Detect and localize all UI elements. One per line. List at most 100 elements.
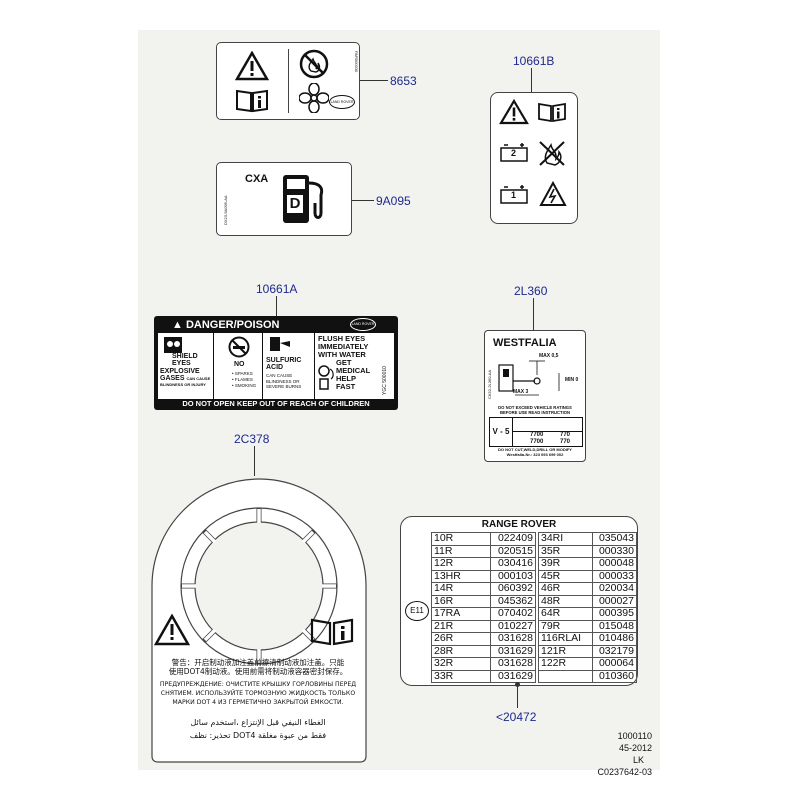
max-top-label: MAX 0,5 — [539, 353, 559, 359]
callout-10661b[interactable]: 10661B — [513, 54, 555, 68]
regulation-code: 33R — [431, 670, 491, 683]
col3-line: CAN CAUSE — [266, 373, 293, 378]
regulation-code: 45R — [538, 570, 594, 583]
regulation-code: 12R — [431, 557, 491, 571]
label-10661a: ▲ DANGER/POISON LAND ROVER SHIELD EYES E… — [154, 316, 398, 410]
approval-number: 031629 — [490, 670, 536, 683]
col1-line: BLINDNESS OR INJURY — [160, 382, 206, 387]
approval-number: 035043 — [592, 532, 637, 546]
battery-number-1: 1 — [511, 190, 517, 200]
leader-line — [531, 68, 532, 92]
side-code: CK52-2L360-AA — [487, 369, 492, 399]
callout-2c378[interactable]: 2C378 — [234, 432, 270, 446]
min-right-label: MIN 0 — [565, 377, 579, 383]
footer-line: LK — [632, 755, 644, 765]
approval-number: 000064 — [592, 657, 637, 671]
part-code: PAR500030 — [354, 51, 359, 73]
regulation-code: 26R — [431, 632, 491, 646]
regulation-code: 10R — [431, 532, 491, 546]
regulation-code: 46R — [538, 582, 594, 596]
col1-line: EXPLOSIVE — [160, 368, 200, 375]
regulation-code: 17RA — [431, 607, 491, 621]
regulation-code: 16R — [431, 595, 491, 608]
approval-number: 060392 — [490, 582, 536, 596]
towbar-dimension-icon — [498, 360, 560, 396]
callout-2l360[interactable]: 2L360 — [514, 284, 548, 298]
battery-icon — [500, 143, 528, 162]
approval-number: 031628 — [490, 632, 536, 646]
leader-line — [276, 296, 277, 316]
col1-line: SHIELD — [172, 353, 198, 360]
label-title: CXA — [245, 173, 269, 185]
eye-wash-icon — [318, 365, 334, 390]
regulation-code: 116RLAI — [538, 632, 594, 646]
acid-burn-icon — [270, 337, 290, 351]
regulation-code: 79R — [538, 620, 594, 633]
westfalia-footer-line: DO NOT CUT,WELD,DRILL OR MODIFY — [498, 447, 572, 452]
callout-10661a[interactable]: 10661A — [256, 282, 298, 296]
manual-book-icon — [236, 89, 268, 113]
rating-value: 7700 — [530, 439, 544, 445]
fuel-letter: D — [287, 195, 303, 213]
no-open-flame-icon — [299, 49, 329, 79]
rating-value: 7700 — [530, 432, 544, 438]
col4-line: MEDICAL — [336, 366, 371, 375]
col4-line: GET — [336, 358, 352, 367]
no-smoking-icon — [228, 336, 250, 358]
regulation-code: 48R — [538, 595, 594, 608]
e-mark-badge: E11 — [405, 601, 429, 621]
chinese-warning-line: 使用DOT4制动液。使用前需将制动液容器密封保存。 — [168, 667, 348, 676]
russian-warning-line: СНЯТИЕМ. ИСПОЛЬЗУЙТЕ ТОРМОЗНУЮ ЖИДКОСТЬ … — [160, 690, 356, 697]
side-code: YGC 500010 — [382, 366, 388, 395]
label-8653: LAND ROVER PAR500030 — [216, 42, 360, 120]
callout-8653[interactable]: 8653 — [390, 74, 417, 88]
max-left-label: MAX 3 — [513, 389, 529, 395]
approval-number: 070402 — [490, 607, 536, 621]
label-9a095: CXA DX23-9A095-AA D — [216, 162, 352, 236]
approval-number: 000033 — [592, 570, 637, 583]
electrical-hazard-icon — [539, 181, 567, 206]
leader-line — [254, 446, 255, 476]
col4-line: FAST — [336, 382, 356, 391]
col3-line: SULFURIC — [266, 357, 302, 364]
col1-line: EYES — [172, 360, 191, 367]
danger-footer: DO NOT OPEN KEEP OUT OF REACH OF CHILDRE… — [182, 399, 370, 408]
col3-line: SEVERE BURNS — [266, 384, 302, 389]
approval-number: 020515 — [490, 545, 536, 558]
danger-header: ▲ DANGER/POISON — [172, 319, 280, 331]
col2-line: • SPARKS — [232, 371, 253, 376]
westfalia-title: WESTFALIA — [493, 337, 557, 349]
col2-line: • FLAMES — [232, 377, 253, 382]
manual-book-icon — [310, 618, 354, 646]
leader-line — [533, 298, 534, 330]
callout-9a095[interactable]: 9A095 — [376, 194, 411, 208]
model-code: V - 5 — [490, 418, 513, 446]
leader-line — [352, 200, 374, 201]
regulation-code: 39R — [538, 557, 594, 571]
battery-icon — [500, 185, 528, 204]
regulation-code: 122R — [538, 657, 594, 671]
manual-book-icon — [538, 102, 566, 123]
notice-line: BEFORE USE READ INSTRUCTION — [499, 410, 571, 415]
callout-20472[interactable]: <20472 — [496, 710, 537, 724]
regulation-code: 32R — [431, 657, 491, 671]
approval-number: 000048 — [592, 557, 637, 571]
label-10661b: 2 1 — [490, 92, 578, 224]
no-flame-battery-icon — [539, 141, 565, 166]
approval-number: 000330 — [592, 545, 637, 558]
battery-number-2: 2 — [511, 148, 517, 158]
approval-number: 031629 — [490, 645, 536, 658]
rating-value: 770 — [560, 432, 571, 438]
